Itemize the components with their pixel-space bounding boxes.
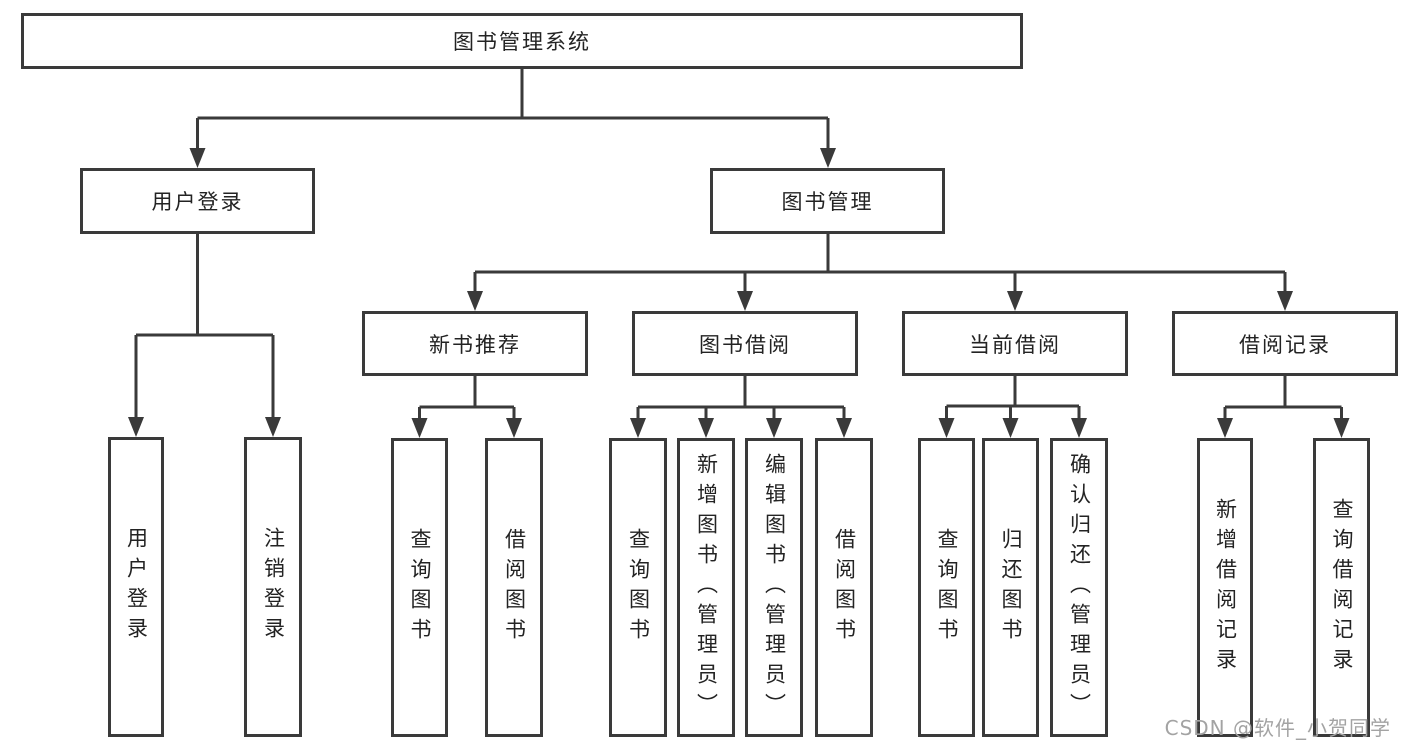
node-user-login-label: 用户登录 xyxy=(151,190,244,214)
leaf-edit-book-admin-label: 编辑图书（管理员） xyxy=(762,452,787,723)
node-user-login: 用户登录 xyxy=(80,168,315,234)
leaf-borrow-query-books: 查询图书 xyxy=(609,438,667,737)
node-borrow-records: 借阅记录 xyxy=(1172,311,1398,376)
leaf-query-borrow-record-label: 查询借阅记录 xyxy=(1330,497,1354,678)
leaf-newbook-borrow-books: 借阅图书 xyxy=(485,438,543,737)
leaf-borrow-books-label: 借阅图书 xyxy=(832,527,857,648)
leaf-return-books-label: 归还图书 xyxy=(999,527,1023,648)
node-new-book-recommend-label: 新书推荐 xyxy=(429,332,521,357)
leaf-current-query-books: 查询图书 xyxy=(918,438,975,737)
leaf-return-books: 归还图书 xyxy=(982,438,1039,737)
leaf-add-book-admin: 新增图书（管理员） xyxy=(677,438,735,737)
leaf-borrow-books: 借阅图书 xyxy=(815,438,873,737)
leaf-confirm-return-admin-label: 确认归还（管理员） xyxy=(1067,452,1092,723)
node-new-book-recommend: 新书推荐 xyxy=(362,311,588,376)
leaf-query-borrow-record: 查询借阅记录 xyxy=(1313,438,1370,737)
node-borrow-records-label: 借阅记录 xyxy=(1239,332,1331,357)
leaf-newbook-query-books-label: 查询图书 xyxy=(408,527,432,648)
leaf-edit-book-admin: 编辑图书（管理员） xyxy=(745,438,803,737)
leaf-borrow-query-books-label: 查询图书 xyxy=(626,527,651,648)
leaf-confirm-return-admin: 确认归还（管理员） xyxy=(1050,438,1108,737)
leaf-logout-label: 注销登录 xyxy=(261,527,286,647)
csdn-watermark: CSDN @软件_小贺同学 xyxy=(1164,716,1391,740)
node-current-borrow: 当前借阅 xyxy=(902,311,1128,376)
leaf-newbook-borrow-books-label: 借阅图书 xyxy=(502,527,527,648)
leaf-add-book-admin-label: 新增图书（管理员） xyxy=(694,452,719,723)
node-book-borrow-label: 图书借阅 xyxy=(699,332,791,357)
node-book-management-label: 图书管理 xyxy=(781,190,874,214)
node-book-management: 图书管理 xyxy=(710,168,945,234)
node-current-borrow-label: 当前借阅 xyxy=(969,332,1061,357)
leaf-user-login-label: 用户登录 xyxy=(124,527,149,647)
leaf-add-borrow-record-label: 新增借阅记录 xyxy=(1213,497,1238,678)
leaf-add-borrow-record: 新增借阅记录 xyxy=(1197,438,1253,737)
leaf-user-login: 用户登录 xyxy=(108,437,164,737)
node-book-borrow: 图书借阅 xyxy=(632,311,858,376)
leaf-newbook-query-books: 查询图书 xyxy=(391,438,448,737)
leaf-logout: 注销登录 xyxy=(244,437,302,737)
node-root-label: 图书管理系统 xyxy=(453,30,591,54)
node-root-system: 图书管理系统 xyxy=(21,13,1023,69)
leaf-current-query-books-label: 查询图书 xyxy=(935,527,959,648)
